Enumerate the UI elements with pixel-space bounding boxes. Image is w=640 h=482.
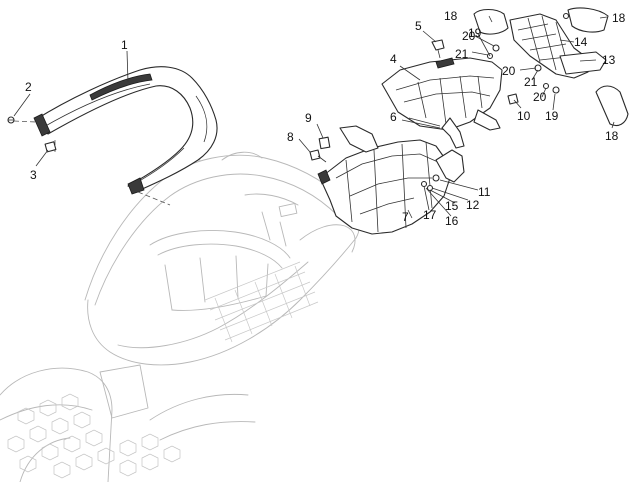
part-1-grab-handle (33, 66, 218, 195)
callout-15: 15 (445, 199, 459, 213)
callout-13: 13 (602, 53, 616, 67)
part-18-lens-right (562, 7, 609, 33)
callout-16: 16 (445, 214, 459, 228)
scooter-body-outline (0, 151, 360, 482)
part-5-screw (431, 39, 445, 59)
part-3-clip-nut (44, 141, 57, 153)
callout-9: 9 (305, 111, 312, 125)
part-18-lens-lower (595, 85, 629, 127)
callout-19-lower: 19 (545, 109, 559, 123)
callout-4: 4 (390, 52, 397, 66)
part-14-plate-light-holder (509, 13, 607, 79)
leader-lines (13, 15, 615, 219)
callout-3: 3 (30, 168, 37, 182)
part-18-lens-left (473, 8, 509, 35)
washers-and-nuts (420, 44, 560, 192)
callout-1: 1 (121, 38, 128, 52)
callout-5: 5 (415, 19, 422, 33)
callout-17: 17 (423, 208, 437, 222)
callout-6: 6 (390, 110, 397, 124)
floor-honeycomb (7, 393, 181, 479)
callout-20-upper: 20 (462, 29, 476, 43)
callout-20-lower: 20 (533, 90, 547, 104)
callout-18-lower: 18 (605, 129, 619, 143)
part-4-bracket (381, 57, 503, 149)
callout-14: 14 (574, 35, 588, 49)
part-2-screw (7, 116, 15, 124)
part-8-screw (309, 149, 327, 163)
callout-8: 8 (287, 130, 294, 144)
callout-21-upper: 21 (455, 47, 469, 61)
callout-7: 7 (402, 210, 409, 224)
callout-2: 2 (25, 80, 32, 94)
callout-10: 10 (517, 109, 531, 123)
callout-18-top-left: 18 (444, 9, 458, 23)
callout-19-upper: 19 (468, 26, 482, 40)
part-9-spring-nut (318, 136, 331, 150)
callout-20-middle: 20 (502, 64, 516, 78)
grille-mesh (204, 261, 319, 343)
callout-11: 11 (478, 185, 491, 199)
callout-18-top-right: 18 (612, 11, 626, 25)
callout-21-lower: 21 (524, 75, 538, 89)
callout-numbers: 1 2 3 4 5 6 7 8 9 10 11 12 13 14 15 16 1… (25, 9, 626, 228)
callout-12: 12 (466, 198, 480, 212)
part-7-rear-mudguard (317, 125, 465, 235)
